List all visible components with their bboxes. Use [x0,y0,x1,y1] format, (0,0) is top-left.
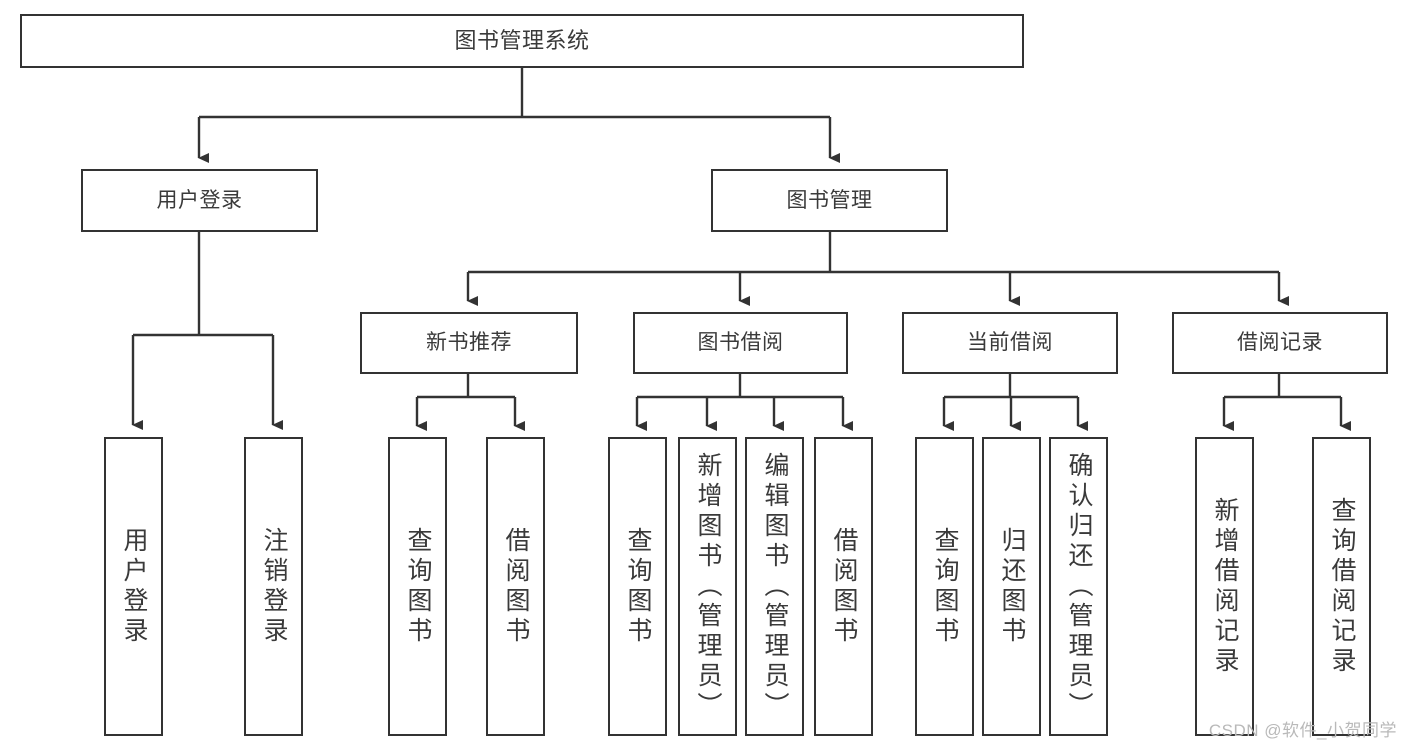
node-leaf-query-book-newbook[interactable]: 查询图书 [388,437,447,736]
node-label: 新书推荐 [426,331,512,355]
node-label: 借阅图书 [502,526,530,647]
node-label: 借阅记录 [1237,331,1323,355]
node-leaf-query-book-borrow[interactable]: 查询图书 [608,437,667,736]
node-label: 新增借阅记录 [1211,496,1239,677]
node-borrow-record[interactable]: 借阅记录 [1172,312,1388,374]
node-label: 当前借阅 [967,331,1053,355]
node-label: 图书管理 [786,188,873,212]
node-leaf-add-borrow-record[interactable]: 新增借阅记录 [1195,437,1254,736]
node-label: 查询图书 [624,526,652,647]
node-new-book-recommend[interactable]: 新书推荐 [360,312,578,374]
node-label: 编辑图书（管理员） [761,451,789,722]
node-leaf-borrow-book[interactable]: 借阅图书 [814,437,873,736]
node-root-book-management-system[interactable]: 图书管理系统 [20,14,1024,68]
node-leaf-add-book-admin[interactable]: 新增图书（管理员） [678,437,737,736]
node-current-borrow[interactable]: 当前借阅 [902,312,1118,374]
node-label: 新增图书（管理员） [694,451,722,722]
node-label: 查询借阅记录 [1328,496,1356,677]
node-user-login[interactable]: 用户登录 [81,169,318,232]
watermark-text: CSDN @软件_小贺同学 [1208,721,1397,740]
node-label: 注销登录 [260,526,288,647]
node-book-borrow[interactable]: 图书借阅 [633,312,848,374]
node-label: 图书借阅 [697,331,784,355]
node-leaf-return-book[interactable]: 归还图书 [982,437,1041,736]
node-book-management[interactable]: 图书管理 [711,169,948,232]
node-label: 查询图书 [931,526,959,647]
node-leaf-query-borrow-record[interactable]: 查询借阅记录 [1312,437,1371,736]
node-label: 归还图书 [998,526,1026,647]
node-leaf-confirm-return-admin[interactable]: 确认归还（管理员） [1049,437,1108,736]
node-label: 查询图书 [404,526,432,647]
node-leaf-edit-book-admin[interactable]: 编辑图书（管理员） [745,437,804,736]
node-leaf-user-login[interactable]: 用户登录 [104,437,163,736]
node-leaf-logout[interactable]: 注销登录 [244,437,303,736]
node-label: 用户登录 [120,526,148,647]
node-label: 图书管理系统 [454,27,590,53]
node-label: 借阅图书 [830,526,858,647]
node-label: 用户登录 [156,188,243,212]
node-leaf-query-book-current[interactable]: 查询图书 [915,437,974,736]
node-leaf-borrow-book-newbook[interactable]: 借阅图书 [486,437,545,736]
node-label: 确认归还（管理员） [1065,451,1093,722]
